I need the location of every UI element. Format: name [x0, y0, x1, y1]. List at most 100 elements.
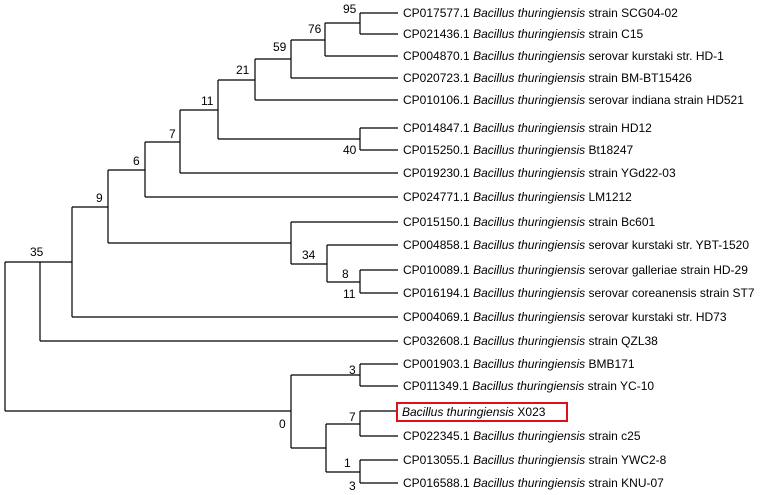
- bootstrap-value: 11: [343, 287, 356, 301]
- accession: CP004069.1: [403, 310, 470, 324]
- bootstrap-value: 35: [30, 245, 44, 259]
- branch: [290, 39, 398, 79]
- species-name: Bacillus thuringiensis: [473, 310, 585, 324]
- accession: CP004858.1: [403, 238, 470, 252]
- accession: CP015150.1: [403, 215, 470, 229]
- bootstrap-value: 3: [349, 479, 356, 493]
- strain: serovar kurstaki str. YBT-1520: [588, 238, 749, 252]
- branch: [359, 269, 398, 294]
- taxon-label: CP010106.1 Bacillus thuringiensis serova…: [403, 93, 744, 107]
- branch: [254, 58, 398, 101]
- taxon-label: CP019230.1 Bacillus thuringiensis strain…: [403, 166, 676, 180]
- tree-branches: [4, 12, 398, 484]
- taxon-label: CP010089.1 Bacillus thuringiensis serova…: [403, 263, 748, 277]
- accession: CP024771.1: [403, 190, 470, 204]
- strain: strain YC-10: [588, 379, 655, 393]
- taxon-label: CP001903.1 Bacillus thuringiensis BMB171: [403, 357, 635, 371]
- accession: CP017577.1: [403, 6, 470, 20]
- branch: [39, 262, 398, 342]
- species-name: Bacillus thuringiensis: [473, 93, 585, 107]
- bootstrap-value: 6: [133, 154, 140, 168]
- species-name: Bacillus thuringiensis: [473, 49, 585, 63]
- taxon-label: CP004069.1 Bacillus thuringiensis serova…: [403, 310, 727, 324]
- bootstrap-value: 11: [201, 94, 214, 108]
- taxon-label: CP016194.1 Bacillus thuringiensis serova…: [403, 286, 755, 300]
- strain: Bt18247: [588, 143, 633, 157]
- taxon-label: CP004870.1 Bacillus thuringiensis serova…: [403, 49, 724, 63]
- taxon-label: CP014847.1 Bacillus thuringiensis strain…: [403, 121, 652, 135]
- bootstrap-value: 21: [236, 63, 250, 77]
- taxon-label: CP017577.1 Bacillus thuringiensis strain…: [403, 6, 678, 20]
- bootstrap-value: 0: [279, 417, 286, 431]
- strain: BMB171: [588, 357, 634, 371]
- species-name: Bacillus thuringiensis: [473, 27, 585, 41]
- branch: [359, 459, 398, 484]
- strain: strain KNU-07: [588, 476, 664, 490]
- bootstrap-labels: 95 76 59 21 11 40 7 6 9 34 8 11 35 3 7 1…: [30, 2, 357, 493]
- strain: strain C15: [588, 27, 643, 41]
- species-name: Bacillus thuringiensis: [473, 143, 585, 157]
- species-name: Bacillus thuringiensis: [472, 379, 584, 393]
- accession: CP021436.1: [403, 27, 470, 41]
- branch: [359, 12, 398, 35]
- accession: CP020723.1: [403, 71, 470, 85]
- branch: [359, 410, 398, 437]
- strain: strain SCG04-02: [588, 6, 678, 20]
- strain: strain YWC2-8: [588, 453, 666, 467]
- species-name: Bacillus thuringiensis: [473, 238, 585, 252]
- species-name: Bacillus thuringiensis: [473, 357, 585, 371]
- branch: [359, 127, 398, 151]
- accession: CP004870.1: [403, 49, 470, 63]
- species-name: Bacillus thuringiensis: [473, 334, 585, 348]
- bootstrap-value: 40: [343, 143, 357, 157]
- bootstrap-value: 1: [344, 456, 351, 470]
- species-name: Bacillus thuringiensis: [473, 6, 585, 20]
- strain: serovar indiana strain HD521: [588, 93, 744, 107]
- tip-labels: CP017577.1 Bacillus thuringiensis strain…: [402, 6, 755, 490]
- accession: CP013055.1: [403, 453, 470, 467]
- species-name: Bacillus thuringiensis: [473, 215, 585, 229]
- strain: strain YGd22-03: [588, 166, 675, 180]
- strain: serovar kurstaki str. HD73: [588, 310, 726, 324]
- species-name: Bacillus thuringiensis: [473, 166, 585, 180]
- branch: [107, 169, 291, 244]
- species-name: Bacillus thuringiensis: [473, 263, 585, 277]
- species-name: Bacillus thuringiensis: [473, 453, 585, 467]
- species-name: Bacillus thuringiensis: [473, 476, 585, 490]
- accession: CP011349.1: [403, 379, 469, 393]
- bootstrap-value: 95: [343, 2, 357, 16]
- species-name: Bacillus thuringiensis: [402, 405, 514, 419]
- taxon-label-highlighted: Bacillus thuringiensis X023: [402, 405, 546, 419]
- branch: [4, 261, 291, 412]
- strain: strain QZL38: [588, 334, 658, 348]
- strain: strain Bc601: [588, 215, 655, 229]
- bootstrap-value: 3: [349, 363, 356, 377]
- branch: [179, 109, 398, 174]
- accession: CP001903.1: [403, 357, 470, 371]
- strain: strain c25: [588, 429, 640, 443]
- bootstrap-value: 34: [302, 248, 316, 262]
- species-name: Bacillus thuringiensis: [473, 71, 585, 85]
- species-name: Bacillus thuringiensis: [473, 429, 585, 443]
- taxon-label: CP011349.1 Bacillus thuringiensis strain…: [403, 379, 654, 393]
- taxon-label: CP021436.1 Bacillus thuringiensis strain…: [403, 27, 644, 41]
- accession: CP022345.1: [403, 429, 470, 443]
- bootstrap-value: 7: [169, 127, 176, 141]
- strain: X023: [517, 405, 545, 419]
- strain: serovar galleriae strain HD-29: [588, 263, 748, 277]
- taxon-label: CP013055.1 Bacillus thuringiensis strain…: [403, 453, 667, 467]
- accession: CP032608.1: [403, 334, 470, 348]
- taxon-label: CP004858.1 Bacillus thuringiensis serova…: [403, 238, 749, 252]
- branch: [324, 22, 398, 57]
- bootstrap-value: 8: [342, 267, 349, 281]
- species-name: Bacillus thuringiensis: [473, 286, 585, 300]
- accession: CP014847.1: [403, 121, 470, 135]
- accession: CP015250.1: [403, 143, 470, 157]
- bootstrap-value: 9: [96, 191, 103, 205]
- bootstrap-value: 76: [308, 22, 322, 36]
- strain: serovar coreanensis strain ST7: [588, 286, 754, 300]
- strain: serovar kurstaki str. HD-1: [588, 49, 724, 63]
- taxon-label: CP020723.1 Bacillus thuringiensis strain…: [403, 71, 692, 85]
- strain: strain HD12: [588, 121, 652, 135]
- branch: [326, 244, 398, 283]
